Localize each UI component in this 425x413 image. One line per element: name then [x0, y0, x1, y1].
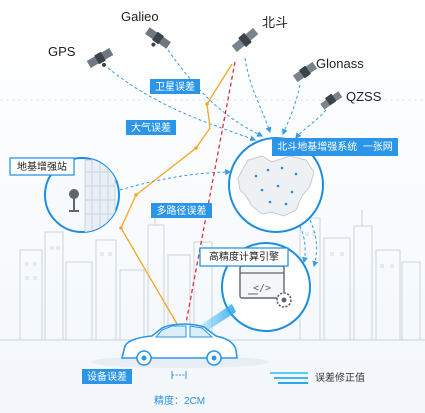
gear-icon	[276, 292, 292, 308]
network-to-engine-lines	[299, 219, 319, 268]
satellite-label-gps: GPS	[48, 44, 76, 59]
correction-legend-icon	[270, 372, 308, 384]
car-icon	[120, 323, 238, 366]
computing-engine-label: 高精度计算引擎	[209, 250, 279, 263]
tag-atmospheric-error-text: 大气误差	[131, 121, 171, 134]
beidou-network-label: 北斗地基增强系统 一张网	[277, 140, 393, 153]
satellite-galileo-icon	[145, 27, 171, 49]
skyline-windows	[25, 232, 394, 280]
tag-multipath-error: 多路径误差	[151, 203, 212, 218]
tag-satellite-error: 卫星误差	[150, 79, 200, 94]
antenna-icon	[69, 189, 79, 212]
satellite-gps-icon	[86, 48, 114, 68]
tag-device-error-text: 设备误差	[87, 370, 127, 383]
svg-text:</>: </>	[253, 283, 271, 294]
tag-atmospheric-error: 大气误差	[126, 120, 176, 135]
ground-station-node: 地基增强站	[9, 157, 120, 233]
china-map-icon	[237, 155, 315, 217]
correction-legend-label: 误差修正值	[315, 371, 365, 384]
satellite-signal-lines	[107, 49, 327, 142]
satellite-label-galileo: Galieo	[121, 9, 159, 24]
satellite-label-beidou: 北斗	[262, 15, 288, 30]
precision-scale	[171, 371, 187, 379]
tag-multipath-error-text: 多路径误差	[157, 204, 207, 217]
beidou-network-node: 北斗地基增强系统 一张网	[228, 137, 398, 233]
station-to-network-line	[119, 169, 232, 191]
precision-label: 精度：2CM	[154, 394, 205, 407]
satellite-label-glonass: Glonass	[316, 56, 364, 71]
code-window-icon: </>	[239, 265, 285, 299]
tag-satellite-error-text: 卫星误差	[155, 80, 195, 93]
ground-station-label: 地基增强站	[17, 160, 67, 173]
satellite-qzss-icon	[320, 91, 343, 110]
satellite-glonass-icon	[292, 61, 318, 83]
tag-device-error: 设备误差	[82, 369, 132, 384]
satellite-label-qzss: QZSS	[346, 89, 382, 104]
error-signal-path	[120, 63, 233, 336]
satellite-beidou-icon	[231, 27, 259, 53]
computing-engine-node: </> 高精度计算引擎	[199, 242, 311, 332]
